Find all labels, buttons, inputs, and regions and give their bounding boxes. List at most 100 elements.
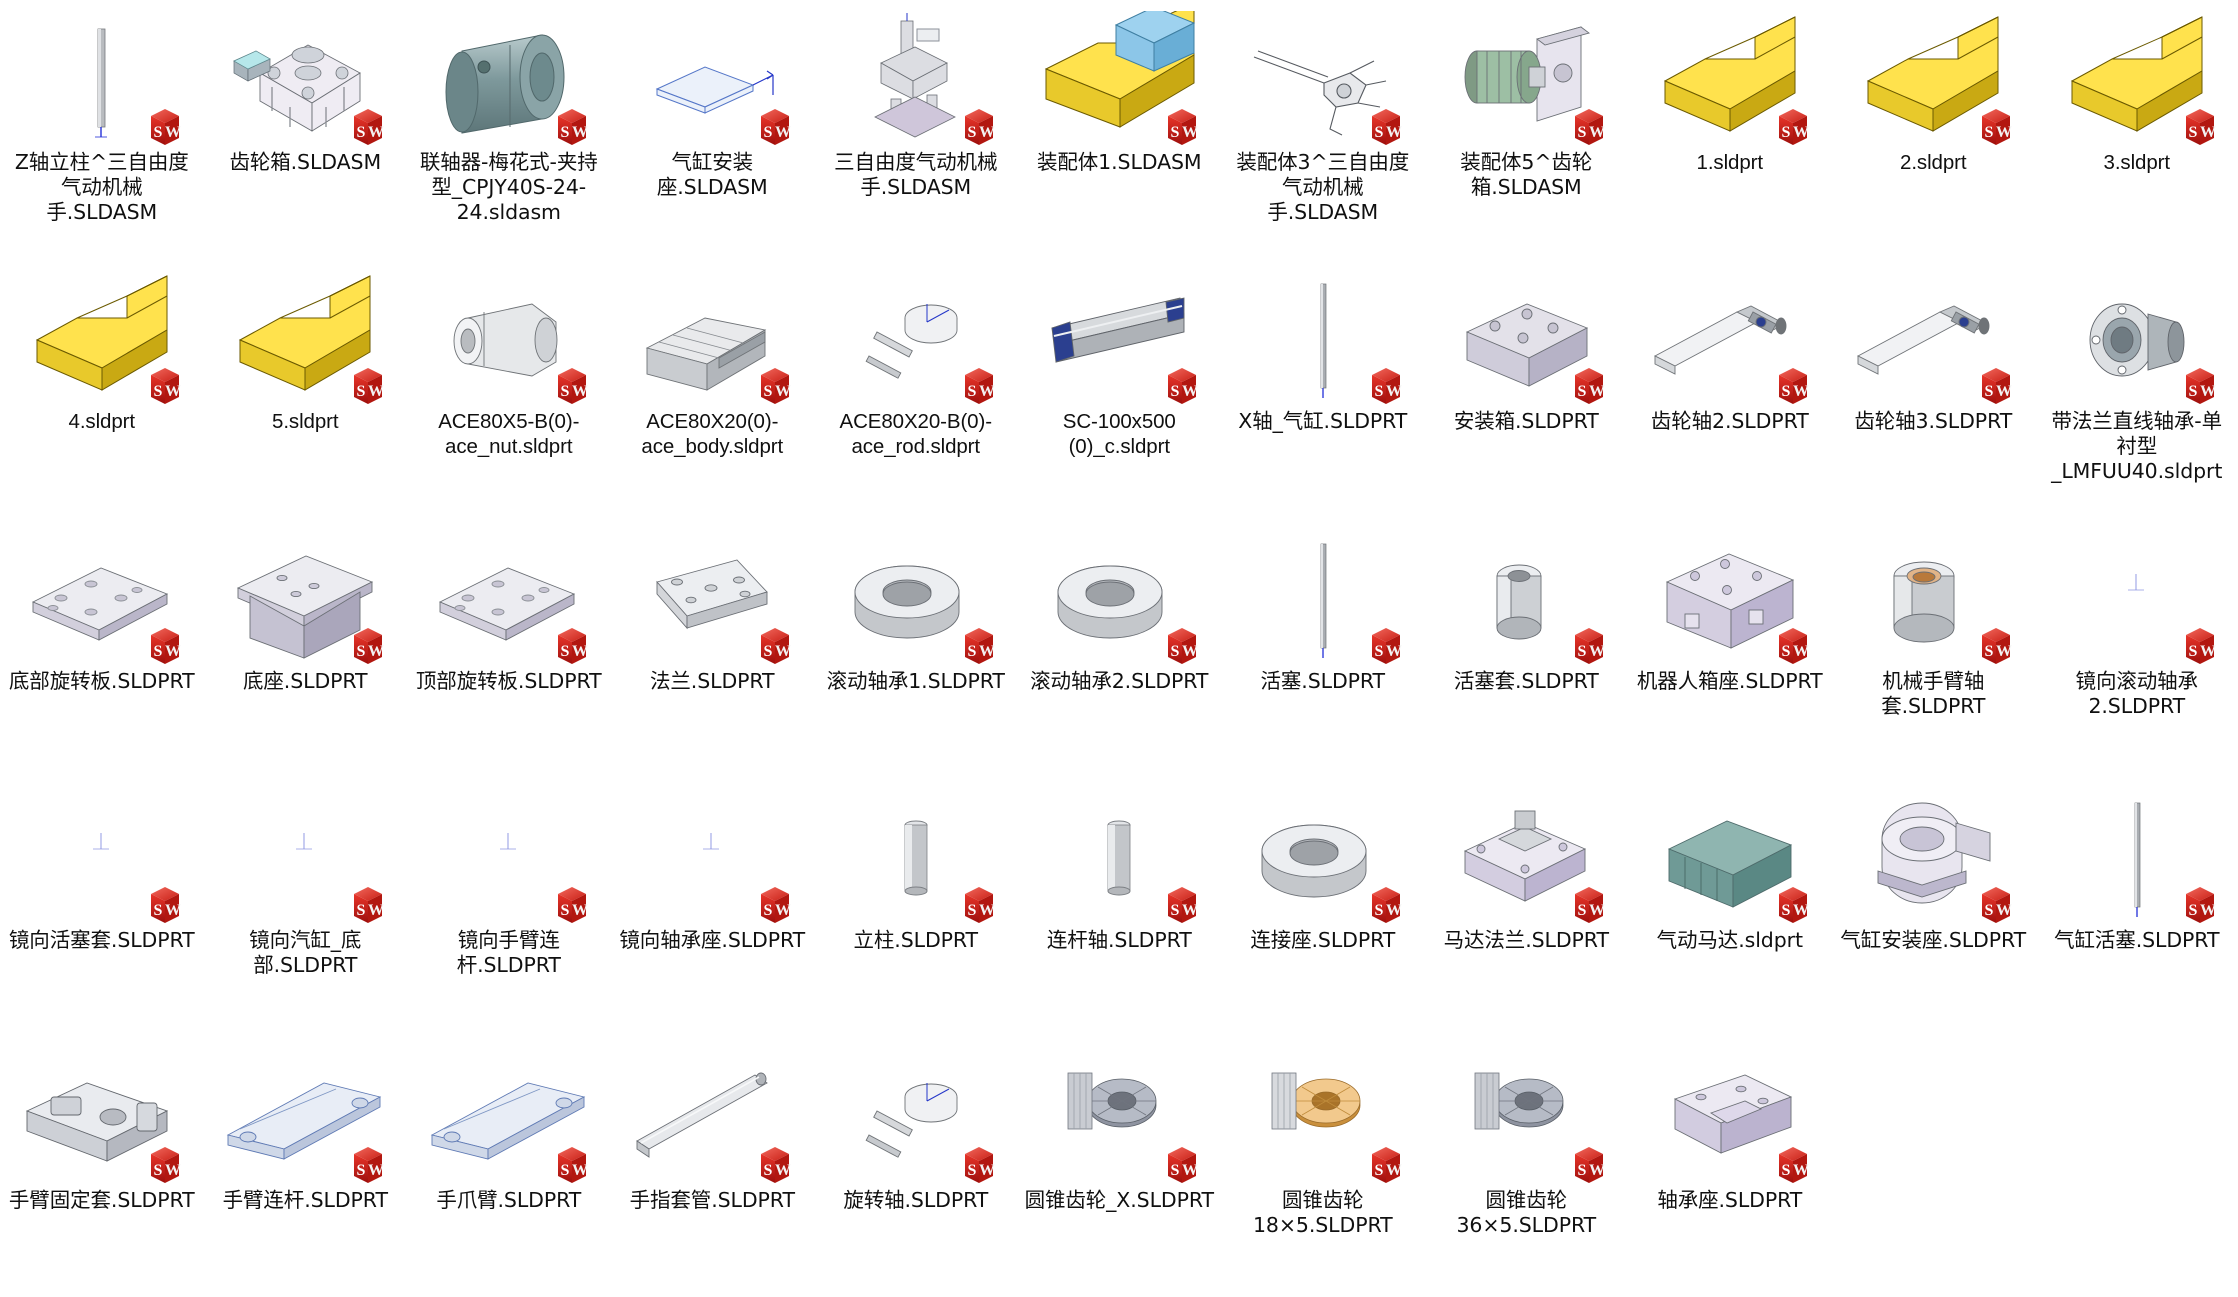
file-thumbnail[interactable]: S W <box>1233 1044 1413 1194</box>
file-item[interactable]: S W 气缸安装座.SLDASM <box>611 0 815 259</box>
file-thumbnail[interactable]: S W <box>1640 1044 1820 1194</box>
file-thumbnail[interactable]: S W <box>12 265 192 415</box>
file-thumbnail[interactable]: S W <box>1843 6 2023 156</box>
file-item[interactable]: S W 圆锥齿轮18×5.SLDPRT <box>1221 1038 1425 1297</box>
file-thumbnail[interactable]: S W <box>622 265 802 415</box>
file-thumbnail[interactable]: S W <box>215 784 395 934</box>
file-item[interactable]: S W 装配体1.SLDASM <box>1018 0 1222 259</box>
file-item[interactable]: S W 连接座.SLDPRT <box>1221 778 1425 1037</box>
file-thumbnail[interactable]: S W <box>215 6 395 156</box>
file-item[interactable]: S W 轴承座.SLDPRT <box>1628 1038 1832 1297</box>
file-thumbnail[interactable]: S W <box>622 1044 802 1194</box>
file-thumbnail[interactable]: S W <box>1843 265 2023 415</box>
file-item[interactable]: S W 气动马达.sldprt <box>1628 778 1832 1037</box>
file-item[interactable]: S W 安装箱.SLDPRT <box>1425 259 1629 518</box>
file-thumbnail[interactable]: S W <box>1233 6 1413 156</box>
file-thumbnail[interactable]: S W <box>826 784 1006 934</box>
file-item[interactable]: S W 立柱.SLDPRT <box>814 778 1018 1037</box>
file-item[interactable]: S W 2.sldprt <box>1832 0 2036 259</box>
file-item[interactable]: S W 连杆轴.SLDPRT <box>1018 778 1222 1037</box>
file-thumbnail[interactable]: S W <box>419 784 599 934</box>
file-thumbnail[interactable]: S W <box>826 525 1006 675</box>
file-thumbnail[interactable]: S W <box>1436 265 1616 415</box>
file-item[interactable]: S W 装配体3^三自由度气动机械手.SLDASM <box>1221 0 1425 259</box>
file-item[interactable]: S W 底座.SLDPRT <box>204 519 408 778</box>
file-item[interactable]: S W 圆锥齿轮_X.SLDPRT <box>1018 1038 1222 1297</box>
file-item[interactable]: S W 3.sldprt <box>2035 0 2238 259</box>
file-thumbnail[interactable]: S W <box>215 1044 395 1194</box>
file-item[interactable]: S W 马达法兰.SLDPRT <box>1425 778 1629 1037</box>
file-thumbnail[interactable]: S W <box>1436 6 1616 156</box>
file-item[interactable]: S W X轴_气缸.SLDPRT <box>1221 259 1425 518</box>
file-item[interactable]: S W 机器人箱座.SLDPRT <box>1628 519 1832 778</box>
file-item[interactable]: S W 齿轮箱.SLDASM <box>204 0 408 259</box>
file-item[interactable]: S W 装配体5^齿轮箱.SLDASM <box>1425 0 1629 259</box>
file-thumbnail[interactable]: S W <box>12 1044 192 1194</box>
file-item[interactable]: S W 带法兰直线轴承-单衬型_LMFUU40.sldprt <box>2035 259 2238 518</box>
file-item[interactable]: S W 齿轮轴2.SLDPRT <box>1628 259 1832 518</box>
file-item[interactable]: S W Z轴立柱^三自由度气动机械手.SLDASM <box>0 0 204 259</box>
file-item[interactable]: S W 旋转轴.SLDPRT <box>814 1038 1018 1297</box>
file-thumbnail[interactable]: S W <box>1436 784 1616 934</box>
file-item[interactable]: S W 气缸活塞.SLDPRT <box>2035 778 2238 1037</box>
file-thumbnail[interactable]: S W <box>1029 1044 1209 1194</box>
file-item[interactable]: S W 圆锥齿轮36×5.SLDPRT <box>1425 1038 1629 1297</box>
file-thumbnail[interactable]: S W <box>1436 525 1616 675</box>
file-item[interactable]: S W 底部旋转板.SLDPRT <box>0 519 204 778</box>
file-thumbnail[interactable]: S W <box>1640 525 1820 675</box>
file-item[interactable]: S W 顶部旋转板.SLDPRT <box>407 519 611 778</box>
file-item[interactable]: S W 手指套管.SLDPRT <box>611 1038 815 1297</box>
file-item[interactable]: S W 法兰.SLDPRT <box>611 519 815 778</box>
file-item[interactable]: S W 手臂连杆.SLDPRT <box>204 1038 408 1297</box>
file-thumbnail[interactable]: S W <box>1029 265 1209 415</box>
file-item[interactable]: S W 活塞套.SLDPRT <box>1425 519 1629 778</box>
file-thumbnail[interactable]: S W <box>826 6 1006 156</box>
file-item[interactable]: S W 滚动轴承1.SLDPRT <box>814 519 1018 778</box>
file-thumbnail[interactable]: S W <box>826 1044 1006 1194</box>
file-thumbnail[interactable]: S W <box>2047 784 2227 934</box>
file-item[interactable]: S W 手爪臂.SLDPRT <box>407 1038 611 1297</box>
file-thumbnail[interactable]: S W <box>1436 1044 1616 1194</box>
file-thumbnail[interactable]: S W <box>215 525 395 675</box>
file-thumbnail[interactable]: S W <box>622 6 802 156</box>
file-item[interactable]: S W 镜向手臂连杆.SLDPRT <box>407 778 611 1037</box>
file-thumbnail[interactable]: S W <box>622 525 802 675</box>
file-thumbnail[interactable]: S W <box>1233 784 1413 934</box>
file-thumbnail[interactable]: S W <box>1029 6 1209 156</box>
file-thumbnail[interactable]: S W <box>1843 525 2023 675</box>
file-thumbnail[interactable]: S W <box>1233 525 1413 675</box>
file-thumbnail[interactable]: S W <box>12 525 192 675</box>
file-thumbnail[interactable]: S W <box>2047 525 2227 675</box>
file-item[interactable]: S W 镜向汽缸_底部.SLDPRT <box>204 778 408 1037</box>
file-item[interactable]: S W 联轴器-梅花式-夹持型_CPJY40S-24-24.sldasm <box>407 0 611 259</box>
file-thumbnail[interactable]: S W <box>12 6 192 156</box>
file-thumbnail[interactable]: S W <box>1640 6 1820 156</box>
file-thumbnail[interactable]: S W <box>419 525 599 675</box>
file-thumbnail[interactable]: S W <box>1640 784 1820 934</box>
file-item[interactable]: S W 机械手臂轴套.SLDPRT <box>1832 519 2036 778</box>
file-thumbnail[interactable]: S W <box>2047 6 2227 156</box>
file-thumbnail[interactable]: S W <box>419 6 599 156</box>
file-item[interactable]: S W 5.sldprt <box>204 259 408 518</box>
file-item[interactable]: S W 镜向活塞套.SLDPRT <box>0 778 204 1037</box>
file-thumbnail[interactable]: S W <box>826 265 1006 415</box>
file-thumbnail[interactable]: S W <box>1029 525 1209 675</box>
file-thumbnail[interactable]: S W <box>2047 265 2227 415</box>
file-item[interactable]: S W 手臂固定套.SLDPRT <box>0 1038 204 1297</box>
file-item[interactable]: S W ACE80X20(0)-ace_body.sldprt <box>611 259 815 518</box>
file-item[interactable]: S W 镜向轴承座.SLDPRT <box>611 778 815 1037</box>
file-item[interactable]: S W 1.sldprt <box>1628 0 1832 259</box>
file-item[interactable]: S W 活塞.SLDPRT <box>1221 519 1425 778</box>
file-thumbnail[interactable]: S W <box>1233 265 1413 415</box>
file-item[interactable]: S W 4.sldprt <box>0 259 204 518</box>
file-thumbnail[interactable]: S W <box>622 784 802 934</box>
file-item[interactable]: S W ACE80X20-B(0)-ace_rod.sldprt <box>814 259 1018 518</box>
file-item[interactable]: S W 镜向滚动轴承2.SLDPRT <box>2035 519 2238 778</box>
file-thumbnail[interactable]: S W <box>1843 784 2023 934</box>
file-item[interactable]: S W 气缸安装座.SLDPRT <box>1832 778 2036 1037</box>
file-thumbnail[interactable]: S W <box>419 265 599 415</box>
file-item[interactable]: S W ACE80X5-B(0)-ace_nut.sldprt <box>407 259 611 518</box>
file-thumbnail[interactable]: S W <box>1640 265 1820 415</box>
file-thumbnail[interactable]: S W <box>12 784 192 934</box>
